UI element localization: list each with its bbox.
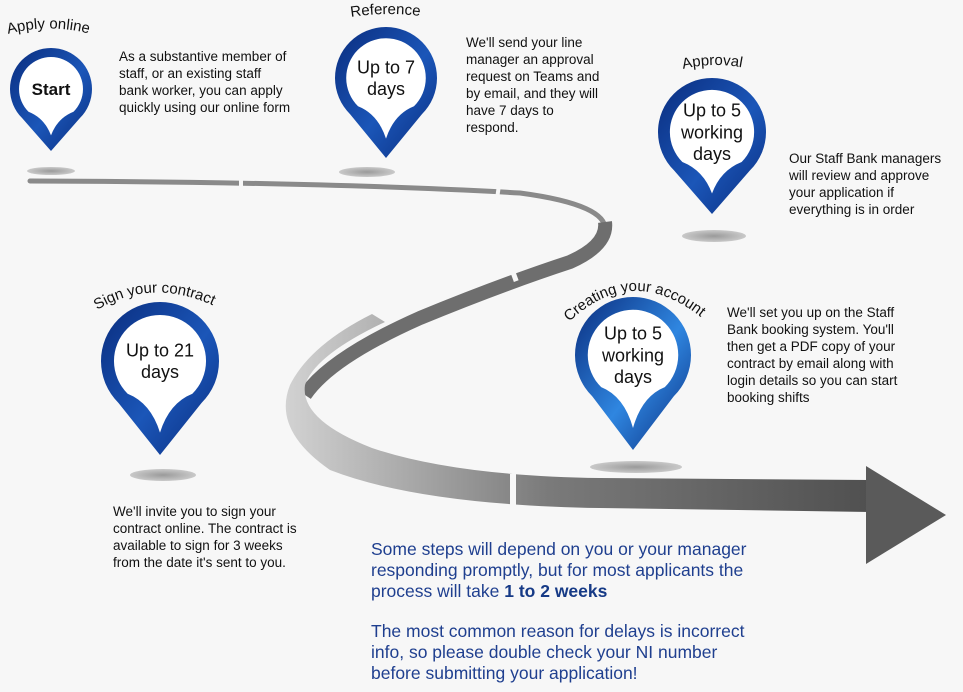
step-title-reference: Reference — [349, 1, 421, 21]
note-timing-emphasis: 1 to 2 weeks — [504, 581, 608, 601]
step-description-creating-account: We'll set you up on the Staff Bank booki… — [727, 305, 898, 405]
pin-face — [346, 38, 426, 139]
pin-badge-line: working — [601, 345, 664, 365]
pin-badge-line: Start — [32, 80, 71, 99]
step-description-approval: Our Staff Bank managers will review and … — [789, 151, 942, 217]
pin-face — [669, 89, 755, 194]
step-title-approval: Approval — [680, 52, 744, 73]
pin-badge-line: Up to 5 — [683, 101, 741, 121]
step-title-apply-online: Apply online — [5, 15, 92, 37]
pin-badge-line: days — [141, 362, 179, 382]
pin-badge-line: Up to 21 — [126, 341, 194, 361]
step-description-reference: We'll send your line manager an approval… — [466, 35, 600, 135]
pin-face — [587, 309, 679, 428]
road-top-segment — [27, 178, 608, 331]
pin-badge-line: Up to 5 — [604, 324, 662, 344]
pin-shadow — [130, 469, 196, 481]
pin-badge-line: days — [614, 367, 652, 387]
pin-badge-line: working — [680, 122, 743, 142]
pin-badge-line: days — [367, 79, 405, 99]
pin-shadow — [682, 230, 746, 242]
note-timing: Some steps will depend on you or your ma… — [371, 539, 761, 602]
pin-shadow — [27, 167, 75, 175]
pin-face — [113, 314, 207, 433]
pin-shadow — [590, 461, 682, 473]
step-description-apply-online: As a substantive member of staff, or an … — [119, 49, 291, 115]
note-timing-text: Some steps will depend on you or your ma… — [371, 539, 747, 601]
road-arrowhead — [866, 466, 946, 564]
step-description-sign-contract: We'll invite you to sign your contract o… — [113, 504, 297, 570]
road-gap — [239, 176, 243, 188]
map-pin-apply-online: Start — [10, 47, 93, 151]
road-gap — [494, 183, 502, 201]
pin-badge-line: days — [693, 144, 731, 164]
pin-shadow — [339, 167, 395, 177]
note-delays: The most common reason for delays is inc… — [371, 621, 745, 683]
road-lower-curve — [285, 314, 871, 512]
pin-face — [19, 57, 83, 136]
road-gap — [506, 259, 519, 283]
road-gap — [510, 474, 516, 510]
road — [27, 176, 946, 564]
road-middle-segment — [299, 221, 613, 400]
pin-badge-line: Up to 7 — [357, 58, 415, 78]
